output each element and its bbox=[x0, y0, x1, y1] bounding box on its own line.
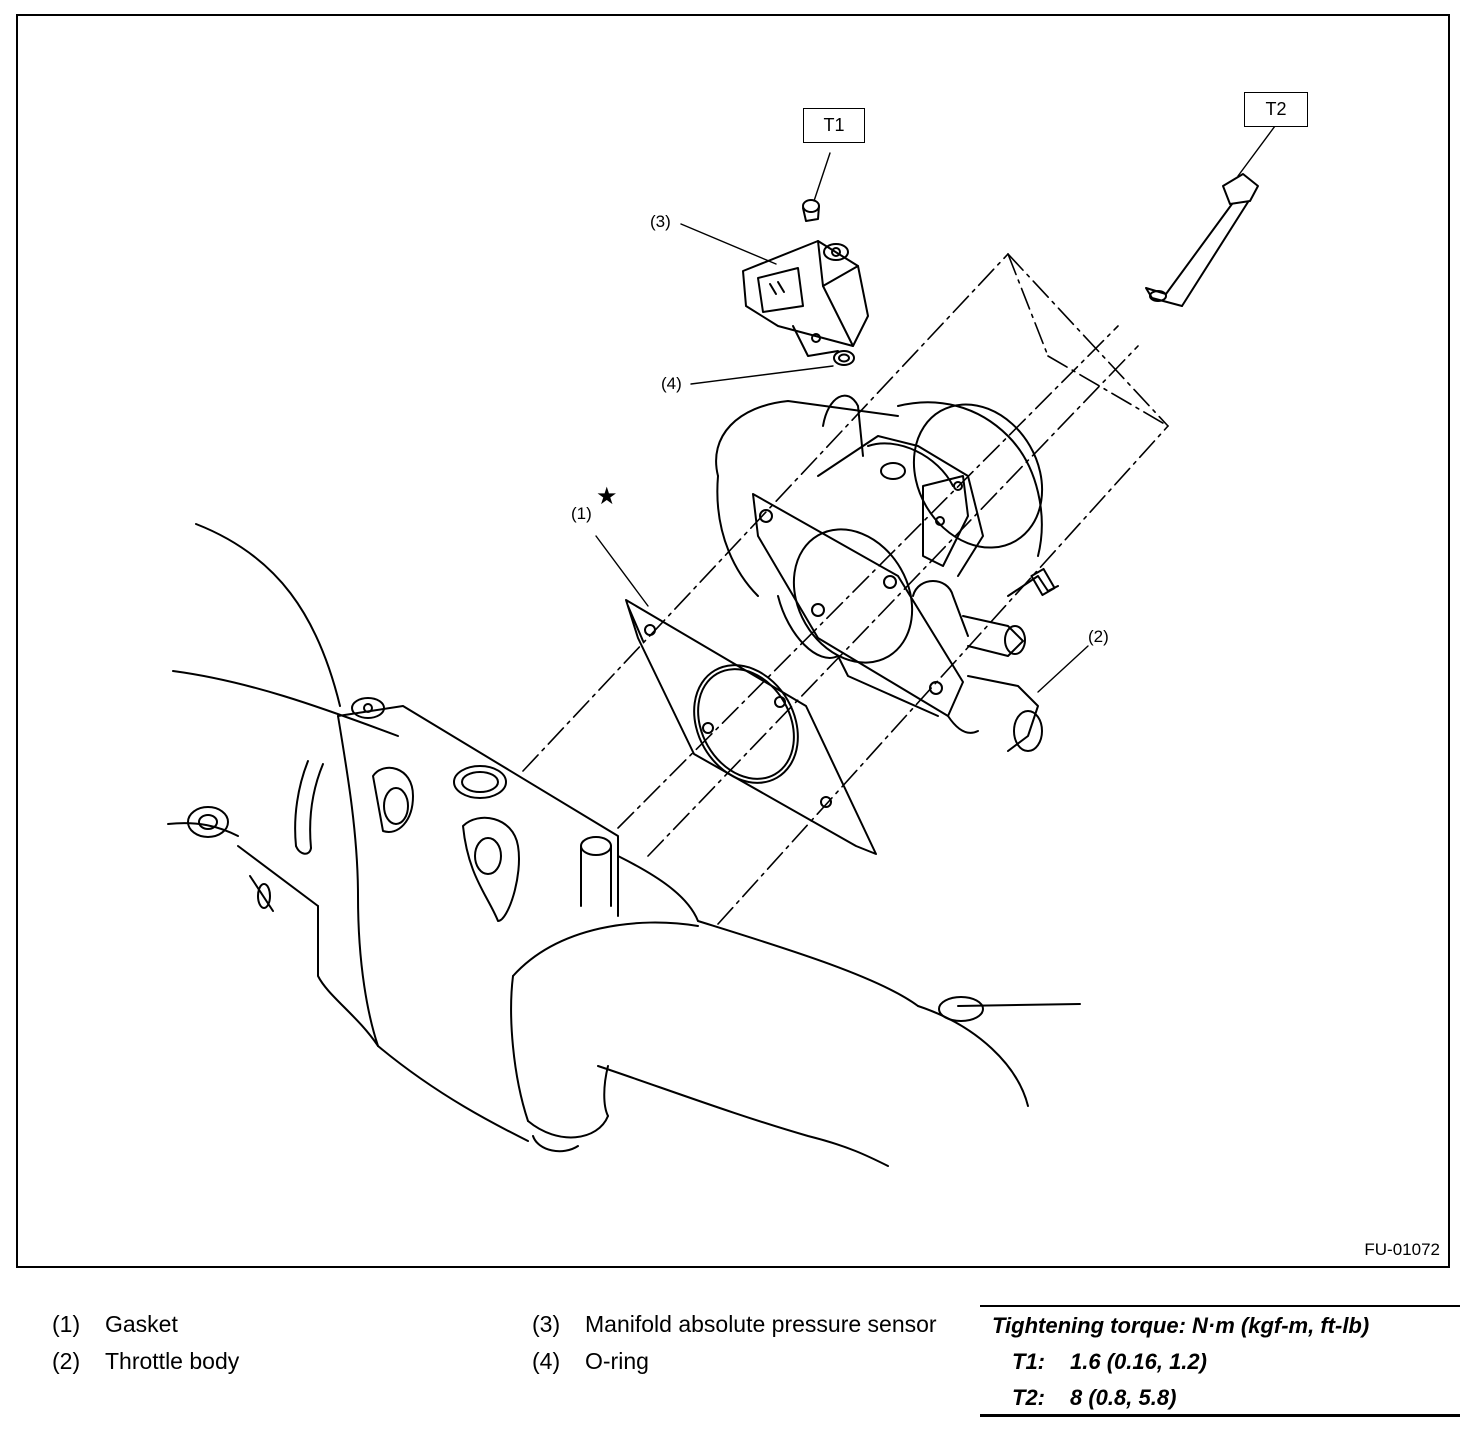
tightening-torque-table: Tightening torque: N·m (kgf-m, ft-lb) T1… bbox=[980, 1305, 1460, 1417]
callout-2: (2) bbox=[1088, 627, 1109, 646]
t2-bolt-part bbox=[1145, 173, 1259, 307]
torque-t2-value: 8 (0.8, 5.8) bbox=[1070, 1385, 1177, 1410]
callout-3: (3) bbox=[650, 212, 671, 231]
torque-t1-value: 1.6 (0.16, 1.2) bbox=[1070, 1349, 1207, 1374]
legend-num: (1) bbox=[52, 1311, 81, 1337]
gasket-part bbox=[625, 599, 877, 855]
exploded-drawing bbox=[167, 125, 1276, 1167]
t1-screw-part bbox=[802, 199, 820, 222]
torque-tag-t2: T2 bbox=[1244, 92, 1308, 127]
star-mark: ★ bbox=[596, 483, 618, 510]
legend-label: O-ring bbox=[585, 1348, 649, 1374]
legend-label: Gasket bbox=[105, 1311, 178, 1337]
legend-num: (4) bbox=[532, 1348, 561, 1374]
throttle-body-part bbox=[715, 394, 1059, 752]
torque-t2-tag: T2: bbox=[1012, 1385, 1045, 1410]
torque-heading: Tightening torque: N·m (kgf-m, ft-lb) bbox=[992, 1313, 1370, 1338]
legend-num: (2) bbox=[52, 1348, 81, 1374]
callout-4: (4) bbox=[661, 374, 682, 393]
o-ring-part bbox=[833, 350, 855, 366]
torque-t1-tag: T1: bbox=[1012, 1349, 1045, 1374]
figure-id: FU-01072 bbox=[1364, 1240, 1440, 1259]
intake-manifold-outline bbox=[167, 523, 1081, 1167]
legend-num: (3) bbox=[532, 1311, 561, 1337]
map-sensor-part bbox=[742, 240, 869, 357]
leader-lines bbox=[595, 125, 1276, 693]
callout-1: (1) bbox=[571, 504, 592, 523]
exploded-view-figure: (3) (4) (1) ★ (2) T1 T2 FU-01072 bbox=[16, 14, 1450, 1268]
legend-label: Throttle body bbox=[105, 1348, 240, 1374]
legend-label: Manifold absolute pressure sensor bbox=[585, 1311, 937, 1337]
torque-tag-t1: T1 bbox=[803, 108, 865, 143]
